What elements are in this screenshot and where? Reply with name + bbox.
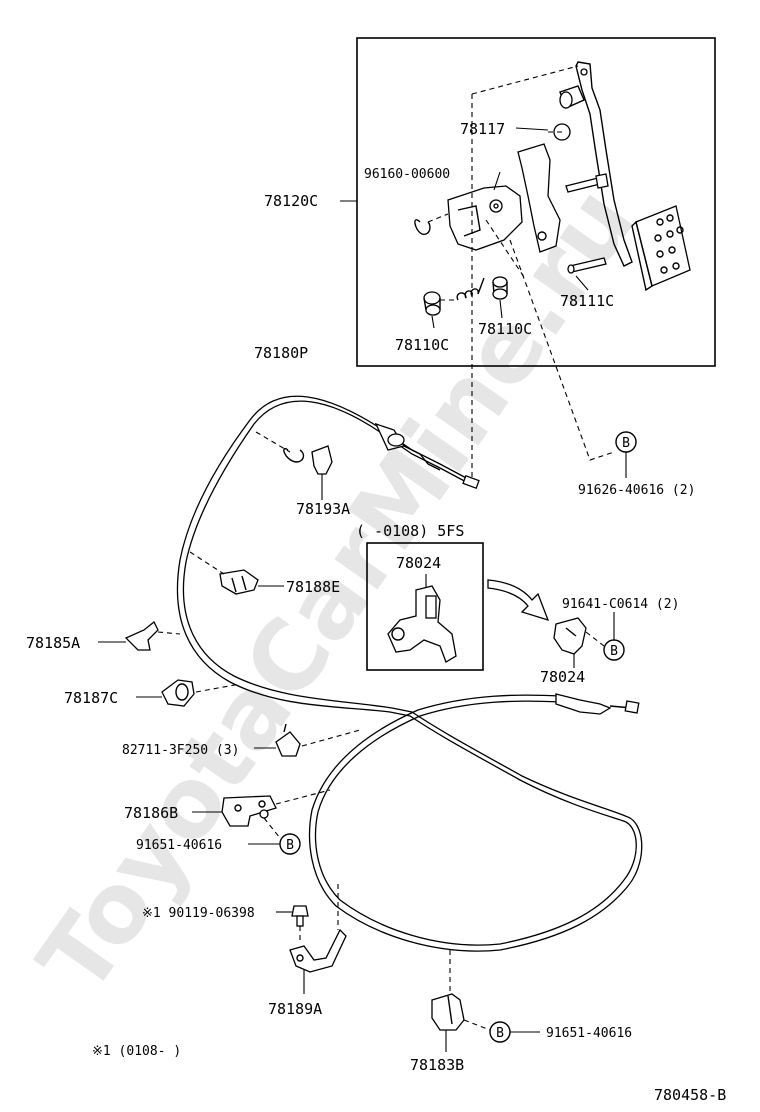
- label-78120c: 78120C: [264, 192, 318, 210]
- marker-b-label: B: [610, 644, 618, 659]
- label-96160-00600: 96160-00600: [364, 167, 450, 182]
- clamp-78187c: [136, 679, 241, 707]
- marker-b-label: B: [496, 1026, 504, 1041]
- bracket-78183b: [431, 950, 491, 1052]
- bracket-78024-variant: [387, 574, 457, 663]
- label-91626-40616: 91626-40616 (2): [578, 483, 695, 498]
- label-78189a: 78189A: [268, 1000, 322, 1018]
- label-78024: 78024: [540, 668, 585, 686]
- variant-arrow: [487, 579, 550, 622]
- pivot-bolt: [565, 173, 609, 193]
- cable-78180p: [176, 395, 643, 952]
- variant-box: [366, 542, 484, 671]
- marker-b-label: B: [286, 838, 294, 853]
- label-78183b: 78183B: [410, 1056, 464, 1074]
- pedal-arm: [559, 61, 633, 267]
- bushing-78110c-right: [492, 276, 508, 300]
- bracket-78024: [553, 617, 605, 668]
- clip-78193a: [255, 431, 333, 500]
- label-78110c-right: 78110C: [478, 320, 532, 338]
- footnote: ※1 (0108- ): [92, 1044, 181, 1059]
- label-91641-c0614: 91641-C0614 (2): [562, 597, 679, 612]
- clip-96160: [414, 219, 431, 235]
- label-78024-variant: 78024: [396, 554, 441, 572]
- bushing-78110c-left: [423, 291, 441, 316]
- label-78110c-left: 78110C: [395, 336, 449, 354]
- clamp-78189a: [289, 884, 347, 994]
- label-78117: 78117: [460, 120, 505, 138]
- marker-b-91651-b: B: [489, 1021, 540, 1043]
- marker-b-91641: B: [603, 612, 625, 661]
- marker-b-label: B: [622, 436, 630, 451]
- label-78193a: 78193A: [296, 500, 350, 518]
- bracket-78186b: [192, 789, 331, 839]
- label-90119-06398: ※1 90119-06398: [142, 906, 255, 921]
- bolt-90119: [276, 905, 309, 944]
- label-78185a: 78185A: [26, 634, 80, 652]
- pin-78111c: [567, 257, 607, 274]
- marker-b-91626: B: [615, 431, 637, 478]
- clamp-78188e: [189, 551, 284, 595]
- label-82711-3f250: 82711-3F250 (3): [122, 743, 239, 758]
- marker-b-91651-a: B: [248, 833, 301, 855]
- label-78180p: 78180P: [254, 344, 308, 362]
- pedal-bracket: [447, 143, 561, 253]
- label-variant-note: ( -0108) 5FS: [356, 522, 464, 540]
- label-78186b: 78186B: [124, 804, 178, 822]
- label-78188e: 78188E: [286, 578, 340, 596]
- pedal-pad: [631, 205, 691, 292]
- diagram-id: 780458-B: [654, 1086, 726, 1104]
- label-91651-40616-b: 91651-40616: [546, 1026, 632, 1041]
- clip-82711: [254, 723, 361, 757]
- label-78111c: 78111C: [560, 292, 614, 310]
- clamp-78185a: [98, 620, 181, 651]
- pedal-assembly-box: [356, 37, 716, 367]
- return-spring: [456, 277, 485, 301]
- label-91651-40616-a: 91651-40616: [136, 838, 222, 853]
- label-78187c: 78187C: [64, 689, 118, 707]
